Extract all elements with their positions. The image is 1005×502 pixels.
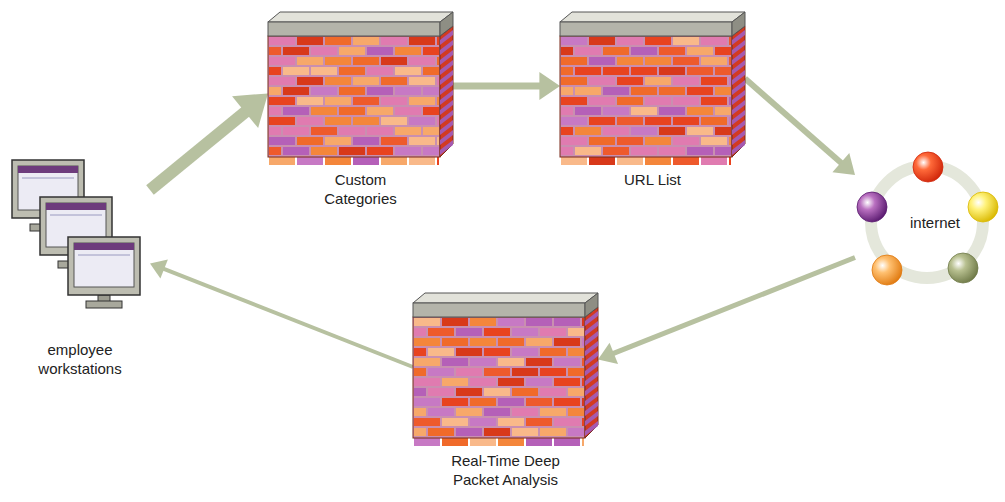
arrow-head [150, 260, 168, 279]
arrow-head [832, 153, 855, 175]
firewall-wall [560, 12, 745, 160]
internet-node: internet [855, 145, 1003, 295]
node-label: URL List [593, 170, 713, 189]
workstations-node: employee workstations [10, 155, 150, 330]
firewall-wall [413, 293, 598, 441]
firewall-node: Custom Categories [268, 12, 453, 160]
node-label: internet [890, 213, 980, 232]
arrow-head [598, 343, 618, 364]
node-label: Real-Time Deep Packet Analysis [441, 451, 571, 489]
node-label: employee workstations [30, 340, 130, 378]
flow-arrow [150, 260, 413, 367]
firewall-wall [268, 12, 453, 160]
arrow-head [232, 93, 268, 128]
flow-arrow [453, 72, 560, 100]
node-label: Custom Categories [306, 170, 416, 208]
arrow-shaft [745, 79, 842, 164]
workstation-icons [10, 155, 150, 330]
arrow-head [539, 72, 560, 100]
flow-arrow [598, 258, 855, 365]
firewall-node: URL List [560, 12, 745, 160]
arrow-shaft [613, 258, 855, 354]
flow-arrow [150, 93, 268, 190]
flow-arrow [745, 79, 855, 175]
firewall-node: Real-Time Deep Packet Analysis [413, 293, 598, 441]
arrow-shaft [453, 83, 540, 90]
arrow-shaft [150, 112, 246, 190]
arrow-shaft [163, 269, 413, 367]
